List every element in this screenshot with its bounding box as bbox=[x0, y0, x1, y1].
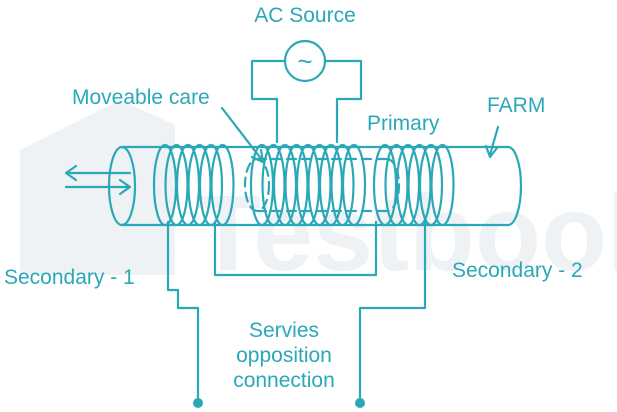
ac-source-lead-right bbox=[323, 59, 363, 144]
coil-windings bbox=[152, 143, 455, 227]
ac-source-symbol: ~ bbox=[297, 46, 312, 76]
series-label-line-1: Servies bbox=[249, 319, 319, 342]
secondary-1-label: Secondary - 1 bbox=[4, 266, 135, 289]
secondary-1-coil-turn bbox=[198, 143, 224, 227]
watermark: Testbook bbox=[20, 100, 617, 293]
displacement-arrow-icon bbox=[64, 164, 132, 196]
ac-source-label: AC Source bbox=[254, 4, 356, 27]
secondary-1-lead-inner bbox=[213, 220, 378, 277]
watermark-text: Testbook bbox=[195, 172, 617, 293]
moveable-core-label: Moveable care bbox=[72, 86, 210, 109]
secondary-2-lead-outer bbox=[176, 288, 200, 402]
secondary-2-label: Secondary - 2 bbox=[452, 259, 583, 282]
farm-pointer bbox=[484, 125, 500, 159]
secondary-2-coil-turn bbox=[430, 143, 455, 227]
series-label-line-2: opposition bbox=[236, 344, 332, 367]
primary-coil-turn bbox=[341, 143, 367, 227]
secondary-2-lead-connect bbox=[166, 253, 180, 292]
secondary-1-coil-turn bbox=[210, 143, 235, 227]
farm-label: FARM bbox=[487, 94, 545, 117]
secondary-2-lead-right bbox=[358, 220, 427, 402]
cylinder-right-end bbox=[506, 145, 523, 227]
output-terminal-left bbox=[193, 398, 203, 408]
moveable-core-pointer bbox=[220, 106, 265, 164]
core-right-end bbox=[385, 157, 401, 213]
ac-source-lead-left bbox=[250, 59, 287, 144]
primary-label: Primary bbox=[367, 112, 440, 135]
primary-coil-turn bbox=[330, 143, 355, 227]
secondary-2-coil-turn bbox=[418, 143, 444, 227]
output-terminal-right bbox=[355, 398, 365, 408]
series-label-line-3: connection bbox=[233, 369, 335, 392]
